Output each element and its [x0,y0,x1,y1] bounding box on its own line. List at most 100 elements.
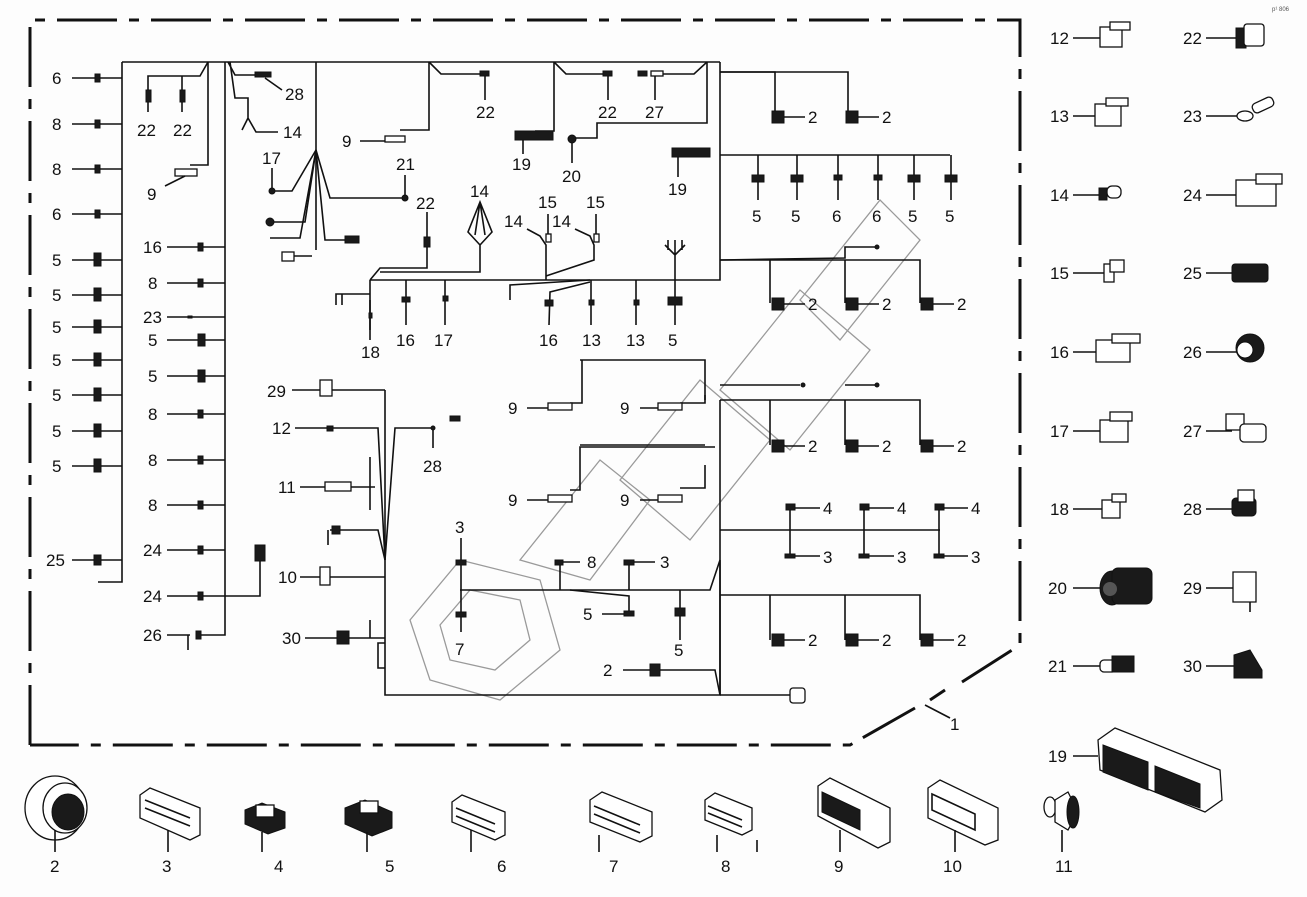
callout-lc-6[interactable]: 3 [623,553,669,590]
callout-lc-9[interactable]: 5 [674,590,686,660]
part-11-bottom[interactable]: 11 [1043,791,1080,876]
part-3-bottom[interactable]: 3 [139,787,201,876]
part-30[interactable]: 30 [1183,649,1263,679]
callout-lc-8[interactable]: 5 [569,589,635,624]
callout-ctop-2[interactable]: 19 [512,62,555,174]
callout-rtop-6[interactable]: 5 [907,155,921,226]
callout-ctop-11[interactable]: 15 [586,193,605,243]
callout-lc-0[interactable]: 9 [508,360,583,418]
callout-lc-10[interactable]: 2 [603,661,721,696]
callout-rb-2[interactable]: 2 [920,437,966,456]
callout-cbot-6[interactable]: 5 [667,296,683,350]
callout-inner-3[interactable]: 5 [148,331,225,350]
part-22[interactable]: 22 [1183,23,1265,49]
callout-rb-11[interactable]: 2 [920,631,966,650]
callout-ctop-3[interactable]: 22 [553,61,617,122]
callout-rb-6[interactable]: 3 [784,548,832,567]
callout-lc-1[interactable]: 9 [620,395,706,418]
part-28[interactable]: 28 [1183,489,1257,519]
callout-rb-10[interactable]: 2 [845,631,891,650]
callout-rb-4[interactable]: 4 [859,499,906,556]
part-20[interactable]: 20 [1048,567,1153,606]
callout-left-4[interactable]: 5 [52,251,122,270]
callout-inner-9[interactable]: 24 [143,544,266,606]
callout-rtop-4[interactable]: 6 [832,155,843,226]
callout-ll-3[interactable]: 11 [278,457,375,510]
callout-ctop-9[interactable]: 15 [538,193,557,243]
callout-inner-7[interactable]: 8 [148,496,225,515]
callout-rtop-7[interactable]: 5 [944,155,958,226]
callout-inner-6[interactable]: 8 [148,451,225,470]
callout-top-1[interactable]: 22 [173,89,192,140]
callout-ctop-7[interactable]: 14 [380,182,493,273]
part-5-bottom[interactable]: 5 [344,799,394,876]
part-24[interactable]: 24 [1183,173,1283,207]
part-4-bottom[interactable]: 4 [244,802,286,876]
part-7-bottom[interactable]: 7 [589,791,653,876]
callout-cbot-3[interactable]: 16 [509,279,591,350]
callout-left-7[interactable]: 5 [52,351,122,370]
callout-left-0[interactable]: 6 [52,69,122,88]
callout-rtop-8[interactable]: 2 [771,295,817,314]
part-18[interactable]: 18 [1050,493,1127,519]
callout-ctop-1[interactable]: 22 [428,61,495,122]
callout-left-8[interactable]: 5 [52,386,122,405]
callout-ll-1[interactable]: 12 [272,419,386,561]
callout-rtop-5[interactable]: 6 [872,155,883,226]
callout-lc-2[interactable]: 9 [508,446,715,510]
callout-inner-10[interactable]: 26 [143,626,202,650]
callout-left-2[interactable]: 8 [52,160,122,179]
callout-left-3[interactable]: 6 [52,205,122,224]
callout-inner-2[interactable]: 23 [143,308,225,327]
part-29[interactable]: 29 [1183,571,1257,612]
callout-top-3[interactable]: 28 [227,61,304,104]
callout-left-5[interactable]: 5 [52,286,122,305]
callout-ll-4[interactable]: 10 [278,525,386,587]
callout-rb-1[interactable]: 2 [845,437,891,456]
part-2-bottom[interactable]: 2 [24,775,88,876]
callout-ctop-4[interactable]: 27 [637,61,708,122]
callout-rb-5[interactable]: 4 [934,499,980,556]
callout-rb-3[interactable]: 4 [785,499,832,556]
callout-inner-4[interactable]: 5 [148,367,225,386]
callout-top-4[interactable]: 14 [229,61,302,142]
callout-inner-1[interactable]: 8 [148,274,225,293]
part-12[interactable]: 12 [1050,21,1131,48]
part-26[interactable]: 26 [1183,333,1265,363]
callout-ctop-8[interactable]: 14 [504,212,547,280]
part-16[interactable]: 16 [1050,333,1141,363]
callout-lc-7[interactable]: 7 [455,611,467,659]
callout-ctop-6[interactable]: 19 [668,147,711,199]
part-27[interactable]: 27 [1183,413,1267,443]
callout-top-7[interactable]: 22 [369,194,435,281]
part-8-bottom[interactable]: 8 [704,792,753,876]
callout-cbot-2[interactable]: 17 [434,280,453,350]
part-21[interactable]: 21 [1048,655,1135,676]
callout-left-9[interactable]: 5 [52,422,122,441]
callout-left-6[interactable]: 5 [52,318,122,337]
callout-ll-2[interactable]: 28 [384,415,461,561]
callout-cbot-4[interactable]: 13 [582,280,601,350]
callout-ll-5[interactable]: 30 [282,620,385,669]
callout-inner-0[interactable]: 16 [143,238,225,257]
callout-rtop-9[interactable]: 2 [845,295,891,314]
part-19[interactable]: 19 [1048,727,1223,813]
callout-rtop-10[interactable]: 2 [920,295,966,314]
assembly-callout[interactable]: 1 [950,715,959,734]
callout-ctop-5[interactable]: 20 [562,62,708,186]
part-17[interactable]: 17 [1050,411,1133,443]
callout-rtop-0[interactable]: 2 [771,108,817,127]
callout-top-6[interactable]: 21 [315,149,415,202]
callout-lc-5[interactable]: 8 [554,553,596,590]
callout-rtop-1[interactable]: 2 [845,108,891,127]
callout-rtop-2[interactable]: 5 [751,155,765,226]
part-25[interactable]: 25 [1183,263,1269,283]
callout-rtop-3[interactable]: 5 [790,155,804,226]
callout-rb-0[interactable]: 2 [771,437,817,456]
callout-left-1[interactable]: 8 [52,115,122,134]
part-15[interactable]: 15 [1050,259,1125,283]
callout-cbot-1[interactable]: 16 [396,280,415,350]
part-6-bottom[interactable]: 6 [451,794,506,876]
callout-ctop-0[interactable]: 9 [342,62,430,151]
callout-left-11[interactable]: 25 [46,551,122,570]
